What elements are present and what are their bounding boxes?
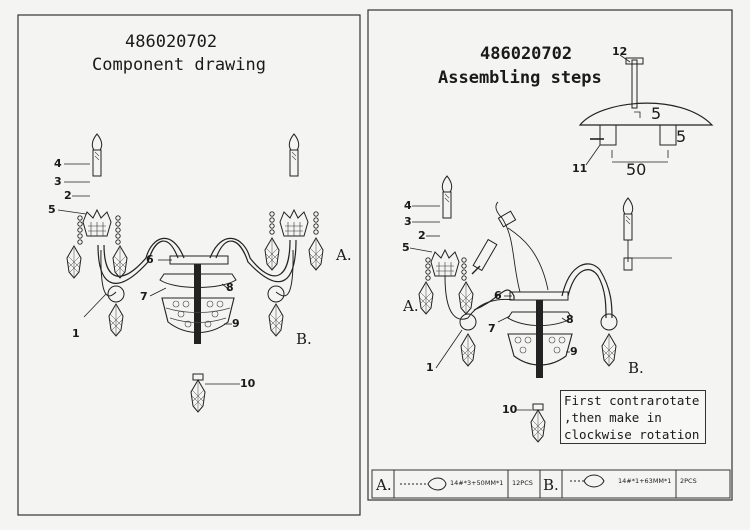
callout-5: 5 — [48, 203, 56, 216]
callout-2: 2 — [64, 189, 72, 202]
left-panel-border — [17, 14, 361, 516]
callout-10: 10 — [240, 377, 256, 390]
dimension-5-right: 5 — [676, 127, 687, 146]
callout-5-right: 5 — [402, 241, 410, 254]
label-b: B. — [296, 330, 312, 348]
callout-1: 1 — [72, 327, 80, 340]
callout-7: 7 — [140, 290, 148, 303]
note-line-3: clockwise rotation — [564, 427, 700, 442]
right-panel-title: Assembling steps — [438, 68, 602, 88]
callout-10-right: 10 — [502, 403, 518, 416]
callout-1-right: 1 — [426, 361, 434, 374]
left-panel-title: Component drawing — [92, 55, 266, 75]
callout-11: 11 — [572, 162, 588, 175]
callout-3: 3 — [54, 175, 62, 188]
callout-4: 4 — [54, 157, 62, 170]
dimension-50: 50 — [626, 160, 647, 179]
right-chandelier-drawing — [409, 175, 672, 443]
callout-6-right: 6 — [494, 289, 502, 302]
table-a-spec: 14#*3+50MM*1 — [450, 479, 504, 487]
part-a-icon — [400, 477, 447, 491]
table-a-label: A. — [376, 476, 392, 494]
callout-4-right: 4 — [404, 199, 412, 212]
table-a-qty: 12PCS — [512, 479, 533, 487]
rotation-note: First contrarotate ,then make in clockwi… — [560, 390, 706, 444]
parts-table — [371, 469, 731, 499]
note-line-2: ,then make in — [564, 410, 662, 425]
left-product-code: 486020702 — [125, 32, 218, 52]
part-b-icon — [570, 474, 605, 488]
label-a-right: A. — [403, 297, 419, 315]
callout-9: 9 — [232, 317, 240, 330]
callout-7-right: 7 — [488, 322, 496, 335]
note-line-1: First contrarotate — [564, 393, 700, 408]
label-a: A. — [336, 246, 352, 264]
callout-6: 6 — [146, 253, 154, 266]
callout-8: 8 — [226, 281, 234, 294]
left-chandelier-drawing — [57, 133, 324, 413]
right-canopy-drawing — [578, 54, 714, 166]
dimension-5-top: 5 — [651, 104, 662, 123]
callout-2-right: 2 — [418, 229, 426, 242]
callout-12: 12 — [612, 45, 628, 58]
callout-8-right: 8 — [566, 313, 574, 326]
table-b-qty: 2PCS — [680, 477, 697, 485]
callout-9-right: 9 — [570, 345, 578, 358]
table-b-spec: 14#*1+63MM*1 — [618, 477, 672, 485]
callout-3-right: 3 — [404, 215, 412, 228]
label-b-right: B. — [628, 359, 644, 377]
table-b-label: B. — [543, 476, 559, 494]
right-panel-border — [367, 9, 733, 501]
right-product-code: 486020702 — [480, 44, 573, 64]
